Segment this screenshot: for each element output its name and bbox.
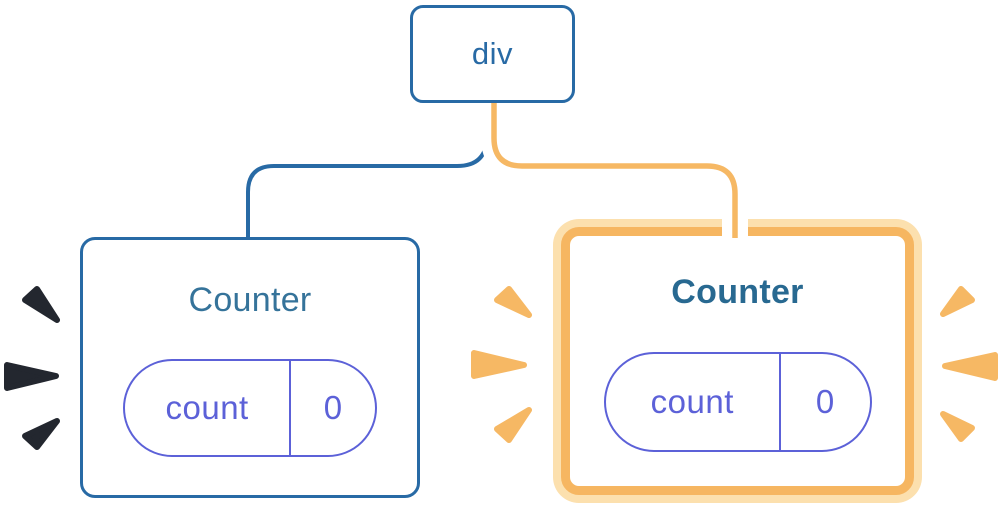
burst-mark-icon: [494, 286, 532, 318]
burst-mark-icon: [494, 407, 532, 443]
state-value: 0: [323, 389, 343, 426]
state-pill: count 0: [123, 359, 377, 457]
burst-marks-right-counter-left: [471, 286, 532, 443]
edge-root-to-left-counter: [246, 101, 489, 240]
tree-node-label: div: [471, 36, 514, 71]
state-pill: count 0: [603, 352, 872, 452]
burst-marks-left-counter: [4, 286, 60, 450]
component-title: Counter: [188, 281, 312, 319]
state-key: count: [606, 354, 782, 450]
edge-root-to-right-counter-casing: [481, 101, 748, 238]
tree-node-div: div: [410, 5, 575, 103]
burst-mark-icon: [471, 350, 527, 379]
burst-mark-icon: [940, 411, 975, 442]
burst-marks-right-counter-right: [940, 286, 998, 442]
burst-mark-icon: [942, 352, 998, 381]
counter-card-right-highlighted: Counter count 0: [561, 227, 914, 495]
burst-mark-icon: [22, 286, 60, 323]
counter-card-left: Counter count 0: [80, 237, 420, 498]
burst-mark-icon: [22, 418, 60, 450]
burst-mark-icon: [4, 362, 59, 391]
component-title: Counter: [671, 273, 804, 311]
burst-mark-icon: [940, 286, 975, 317]
state-value: 0: [815, 383, 835, 420]
edge-root-to-right-counter: [491, 101, 738, 238]
state-key: count: [125, 361, 292, 455]
